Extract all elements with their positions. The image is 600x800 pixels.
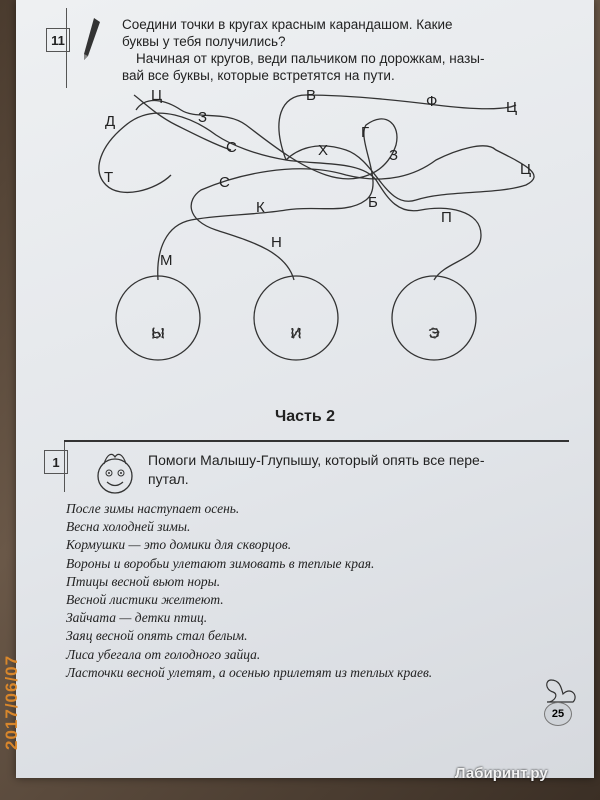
exercise-11-line2: буквы у тебя получились? — [122, 34, 286, 49]
workbook-page: 11 Соедини точки в кругах красным каранд… — [16, 0, 594, 778]
sentence-item: Весна холодней зимы. — [66, 519, 191, 535]
exercise-1-line2: путал. — [148, 471, 189, 487]
maze-letter: С — [219, 174, 230, 191]
sentence-list: После зимы наступает осень. Весна холодн… — [66, 500, 586, 682]
maze-path — [98, 112, 482, 281]
maze-letter: Н — [271, 234, 282, 251]
section-divider — [64, 440, 569, 442]
sentence-item: Ласточки весной улетят, а осенью прилетя… — [66, 664, 433, 680]
maze-path — [278, 94, 517, 161]
maze-letter: Г — [361, 124, 369, 141]
maze-letter: Ц — [506, 99, 517, 116]
circle-3 — [391, 275, 477, 361]
exercise-11-line3: Начиная от кругов, веди пальчиком по дор… — [136, 51, 485, 66]
exercise-11-divider — [66, 8, 67, 88]
maze-letter: М — [160, 252, 173, 269]
pencil-icon — [84, 18, 100, 60]
maze-letter: Ц — [520, 161, 531, 178]
page-number: 25 — [544, 702, 572, 726]
exercise-1-divider — [64, 442, 65, 492]
maze-letter: Т — [104, 169, 113, 186]
maze-letter: В — [306, 87, 316, 104]
boy-face-icon — [97, 453, 133, 494]
circle-2 — [253, 275, 339, 361]
sentence-item: Заяц весной опять стал белым. — [66, 628, 248, 644]
maze-letter: П — [441, 209, 452, 226]
maze-letter: Б — [368, 194, 378, 211]
exercise-11-line1: Соедини точки в кругах красным карандашо… — [122, 17, 453, 32]
maze-letter: Х — [318, 142, 328, 159]
letter-circles: Ы И Э — [115, 275, 477, 361]
sentence-item: Кормушки — это домики для скворцов. — [66, 537, 292, 553]
sentence-item: Лиса убегала от голодного зайца. — [66, 646, 261, 662]
maze-letter: Ф — [426, 93, 437, 110]
exercise-11-line4: вай все буквы, которые встретятся на пут… — [122, 68, 395, 83]
circle-1 — [115, 275, 201, 361]
exercise-11-number: 11 — [46, 28, 70, 52]
circle-3-letter: Э — [429, 325, 440, 342]
maze-letters: Ц З В Ф Ц Д Г С Х З Ц Т С Б К П Н М — [104, 87, 531, 269]
date-stamp: 2017/06/07 — [2, 654, 21, 750]
sentence-item: Вороны и воробьи улетают зимовать в тепл… — [66, 555, 375, 571]
exercise-1-number: 1 — [44, 450, 68, 474]
maze-path — [133, 94, 232, 151]
exercise-11-text: Соедини точки в кругах красным карандашо… — [122, 16, 552, 84]
exercise-1-text: Помоги Малышу-Глупышу, который опять все… — [148, 451, 568, 489]
part-title: Часть 2 — [274, 408, 336, 425]
exercise-1-line1: Помоги Малышу-Глупышу, который опять все… — [148, 452, 485, 468]
sentence-item: После зимы наступает осень. — [66, 501, 240, 516]
sentence-item: Зайчата — детки птиц. — [66, 610, 208, 626]
maze-path — [190, 145, 535, 281]
circle-2-letter: И — [291, 325, 302, 342]
maze-diagram: Ц З В Ф Ц Д Г С Х З Ц Т С Б К П Н М Ы И … — [98, 87, 535, 361]
sentence-item: Весной листики желтеют. — [66, 592, 224, 608]
maze-path — [135, 99, 398, 281]
maze-letter: З — [389, 147, 398, 164]
maze-letter: Ц — [151, 87, 162, 104]
maze-letter: Д — [105, 113, 115, 130]
maze-letter: К — [256, 199, 265, 216]
sentence-item: Птицы весной вьют норы. — [66, 573, 221, 589]
circle-1-letter: Ы — [151, 325, 164, 342]
maze-letter: З — [198, 109, 207, 126]
watermark: Лабиринт.ру — [455, 765, 548, 782]
maze-letter: С — [226, 139, 237, 156]
